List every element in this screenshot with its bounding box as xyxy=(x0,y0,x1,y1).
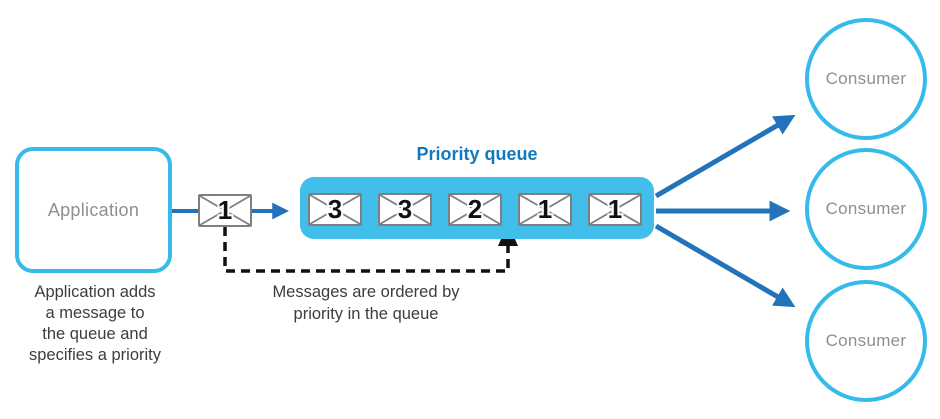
consumer-label: Consumer xyxy=(825,199,907,218)
envelope-icon xyxy=(450,195,500,224)
message-priority: 1 xyxy=(607,194,623,224)
envelope-icon xyxy=(310,195,360,224)
envelope-icon xyxy=(520,195,570,224)
ordering-annotation-connector xyxy=(223,227,510,273)
message-priority: 3 xyxy=(327,194,343,224)
consumer-label: Consumer xyxy=(825,69,907,88)
queued-message-envelope: 1 xyxy=(588,193,642,226)
queue-ordering-caption: Messages are ordered by priority in the … xyxy=(272,283,460,323)
envelope-icon xyxy=(380,195,430,224)
envelope-icon xyxy=(590,195,640,224)
consumer-label: Consumer xyxy=(825,331,907,350)
application-node: Application xyxy=(15,147,172,273)
application-label: Application xyxy=(47,199,140,220)
consumer-node-3: Consumer xyxy=(805,280,927,402)
queued-message-envelope: 1 xyxy=(518,193,572,226)
priority-queue-title: Priority queue xyxy=(416,144,538,164)
message-priority: 3 xyxy=(397,194,413,224)
message-priority: 2 xyxy=(467,194,483,224)
queued-message-envelope: 2 xyxy=(448,193,502,226)
queued-message-envelope: 3 xyxy=(308,193,362,226)
incoming-message-priority: 1 xyxy=(217,195,233,225)
consumer-node-2: Consumer xyxy=(805,148,927,270)
incoming-message-envelope: 1 xyxy=(198,194,252,227)
envelope-icon xyxy=(200,196,250,225)
consumer-node-1: Consumer xyxy=(805,18,927,140)
queue-to-consumer3-arrow xyxy=(654,223,796,308)
queued-message-envelope: 3 xyxy=(378,193,432,226)
application-caption: Application adds a message to the queue … xyxy=(28,283,162,364)
queue-to-consumer1-arrow xyxy=(654,114,796,199)
message-priority: 1 xyxy=(537,194,553,224)
